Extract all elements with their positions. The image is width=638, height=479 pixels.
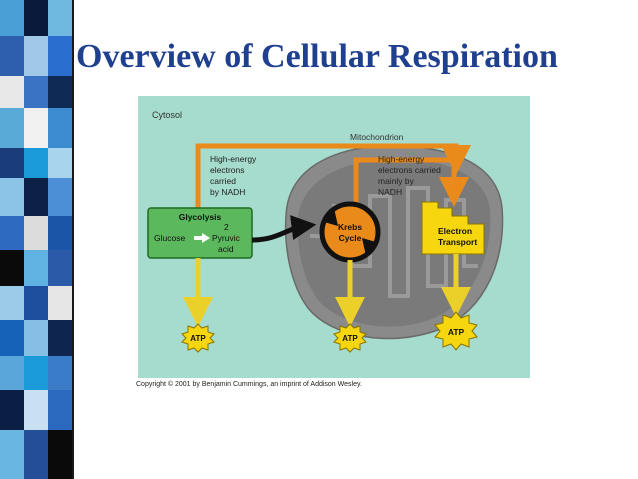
mitochondrion-label: Mitochondrion <box>350 132 404 142</box>
atp-label-3: ATP <box>448 327 465 337</box>
nadh-left-line-3: carried <box>210 176 236 186</box>
glycolysis-output-line-2: acid <box>218 244 234 254</box>
electron-transport-line-1: Electron <box>438 226 472 236</box>
nadh-left-line-2: electrons <box>210 165 245 175</box>
electron-transport-box: Electron Transport <box>421 201 485 255</box>
atp-label-2: ATP <box>342 334 358 343</box>
cellular-respiration-diagram: Cytosol Mitochondrion High-energy electr… <box>138 96 530 378</box>
glycolysis-input: Glucose <box>154 233 185 243</box>
glycolysis-box: Glycolysis Glucose 2 Pyruvic acid <box>147 207 253 259</box>
glycolysis-output-number: 2 <box>224 222 229 232</box>
nadh-right-line-2: electrons carried <box>378 165 441 175</box>
nadh-right-line-4: NADH <box>378 187 402 197</box>
glycolysis-title: Glycolysis <box>179 212 222 222</box>
nadh-arrow-left <box>195 143 471 209</box>
nadh-left-line-4: by NADH <box>210 187 245 197</box>
krebs-cycle: Krebs Cycle <box>319 201 381 263</box>
pyruvate-to-krebs-arrow <box>251 215 317 243</box>
cytosol-label: Cytosol <box>152 110 182 120</box>
slide-title: Overview of Cellular Respiration <box>76 38 558 75</box>
krebs-cycle-arrowhead-icon <box>324 208 338 226</box>
decorative-mosaic-strip <box>0 0 74 479</box>
nadh-arrow-right <box>353 157 469 208</box>
nadh-label-left: High-energy electrons carried by NADH <box>210 154 257 197</box>
nadh-right-line-3: mainly by <box>378 176 415 186</box>
atp-label-1: ATP <box>190 334 206 343</box>
krebs-cycle-arrowhead-icon-2 <box>362 238 376 256</box>
nadh-right-line-1: High-energy <box>378 154 425 164</box>
krebs-label-line-2: Cycle <box>339 233 362 243</box>
copyright-notice: Copyright © 2001 by Benjamin Cummings, a… <box>136 381 362 388</box>
krebs-label-line-1: Krebs <box>338 222 362 232</box>
white-arrowhead-icon <box>202 233 210 243</box>
atp-burst-glycolysis: ATP <box>181 323 215 353</box>
glycolysis-output-line-1: Pyruvic <box>212 233 241 243</box>
nadh-label-right: High-energy electrons carried mainly by … <box>378 154 441 197</box>
nadh-left-line-1: High-energy <box>210 154 257 164</box>
atp-burst-electron-transport: ATP <box>434 311 478 351</box>
electron-transport-line-2: Transport <box>438 237 477 247</box>
atp-burst-krebs: ATP <box>333 323 367 353</box>
